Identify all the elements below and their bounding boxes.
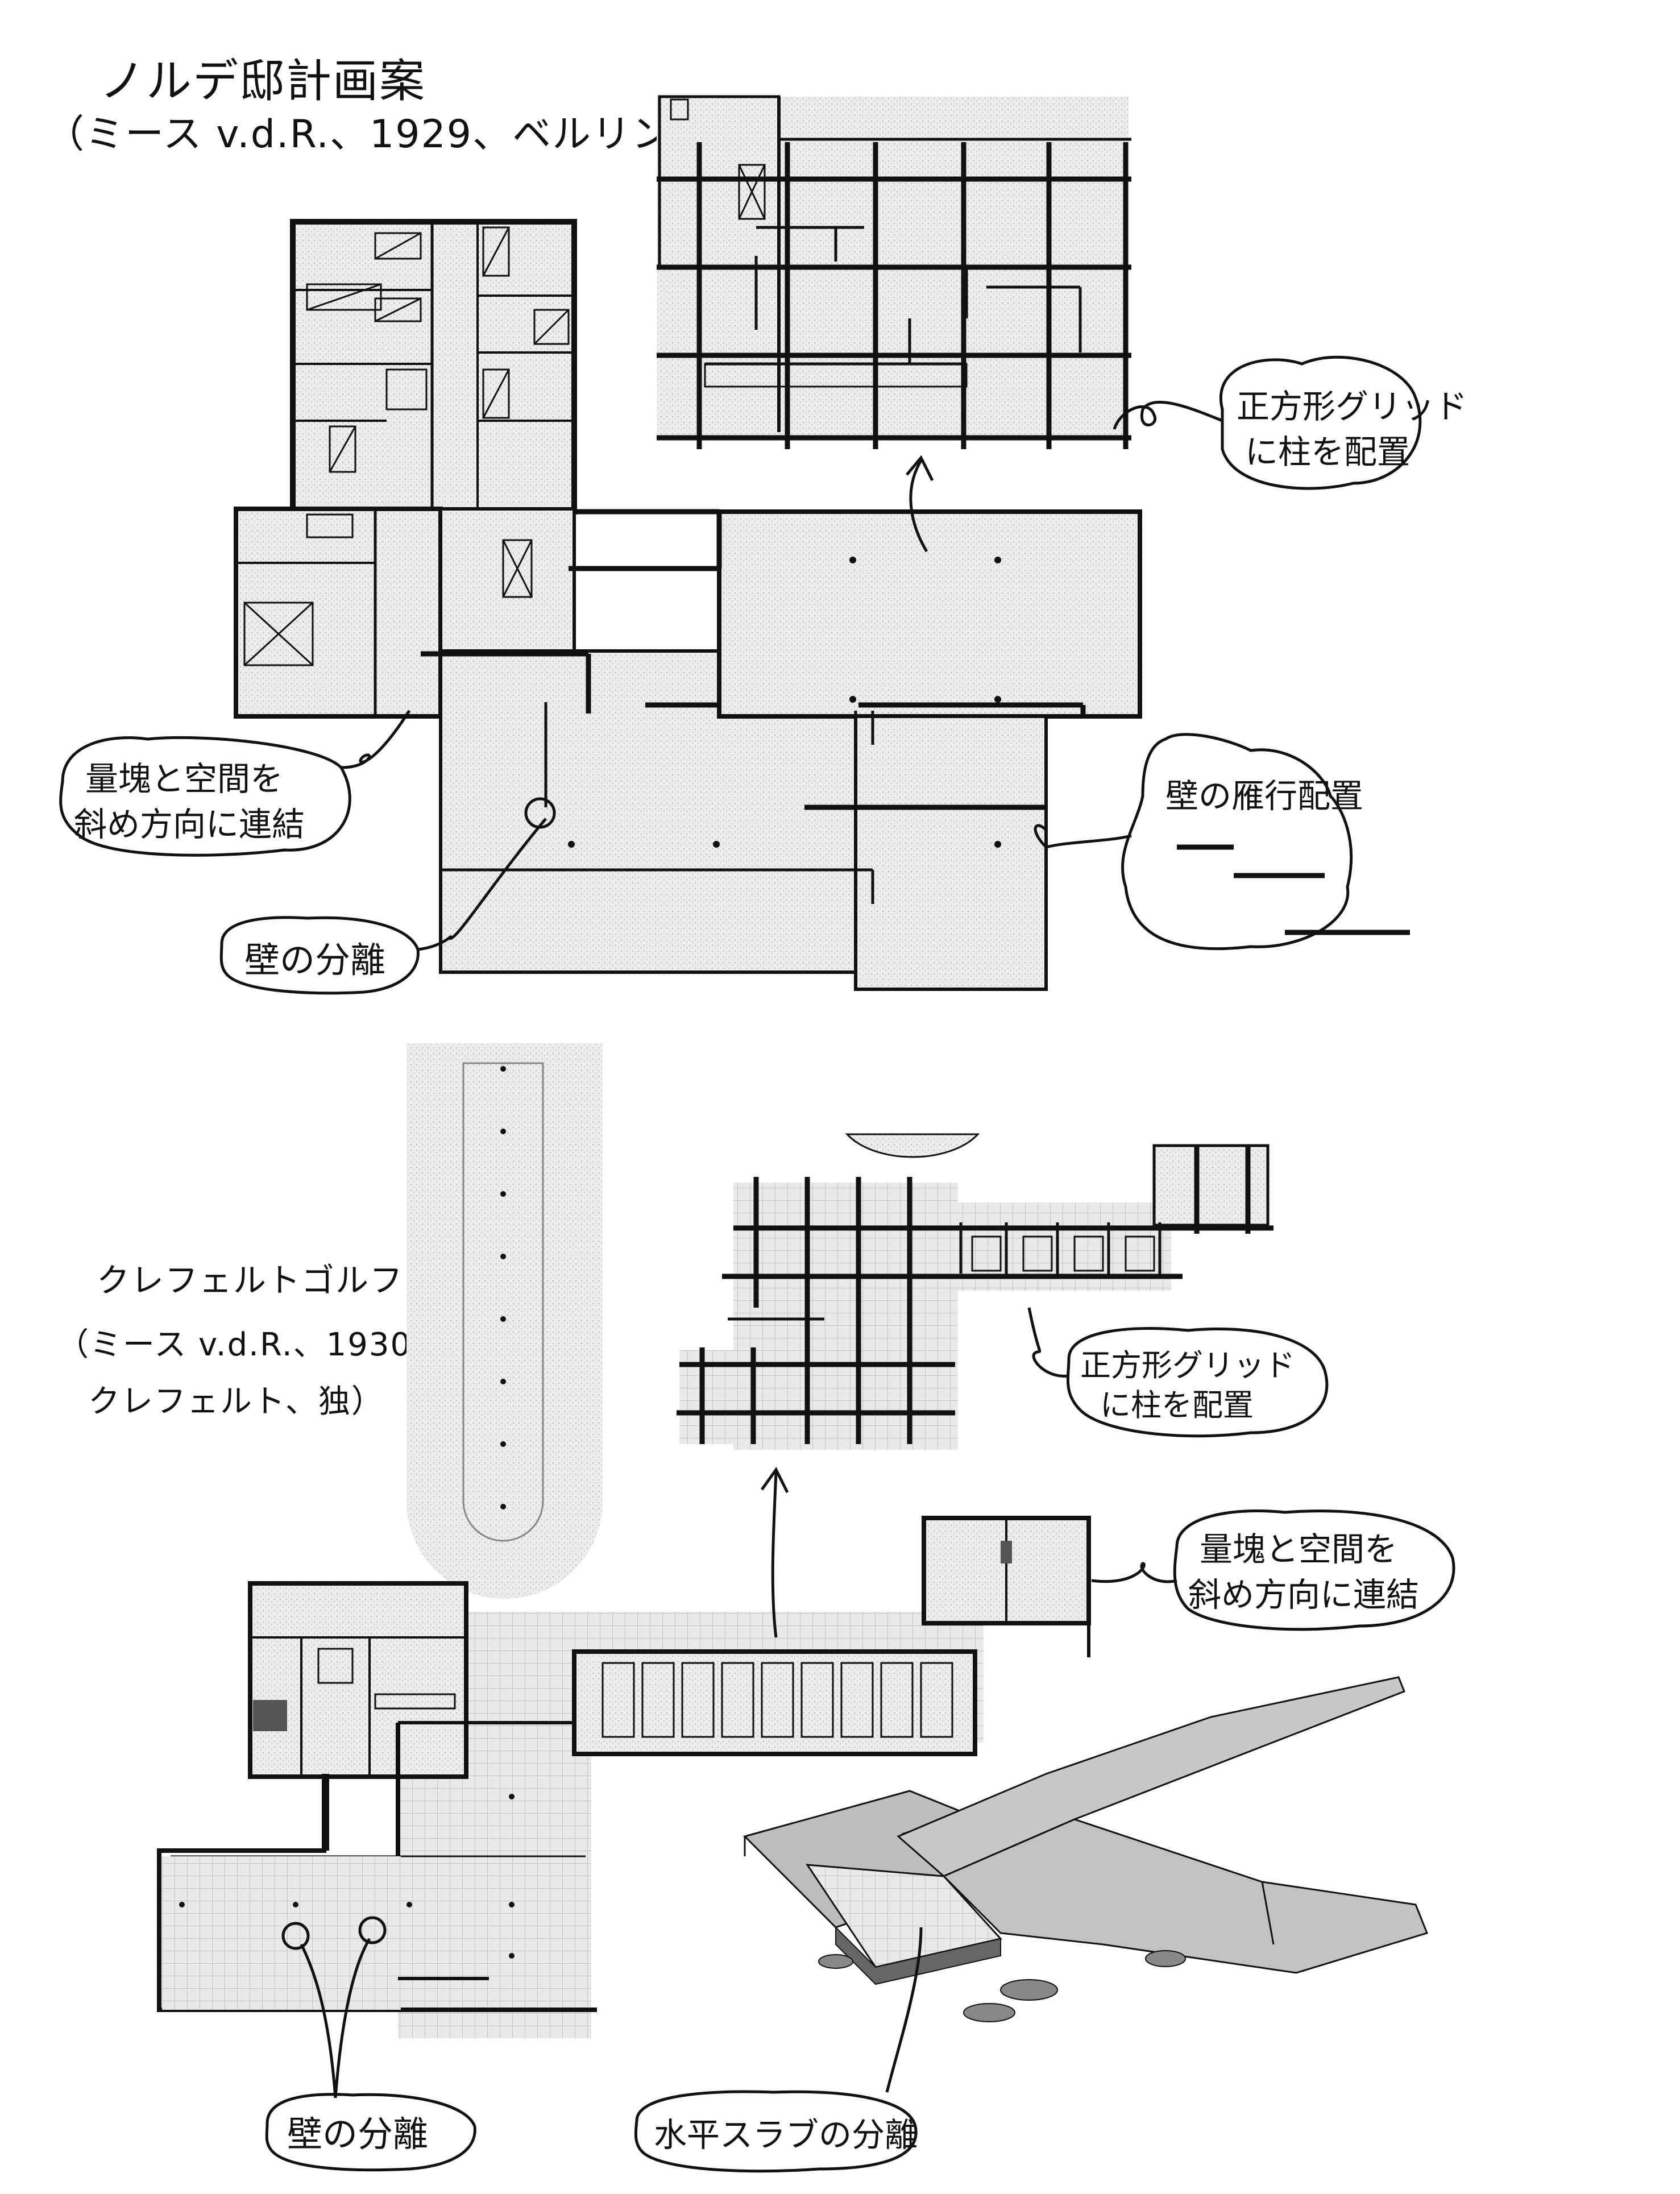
arrow-to-nolde-grid [909,459,928,553]
grid-a-line2: に柱を配置 [1245,433,1410,471]
stagger-label: 壁の雁行配置 [1165,777,1363,815]
nolde-grid-diagram [657,95,1131,449]
krefeld-main-plan [157,1043,1091,2038]
mass-b-line2: 斜め方向に連結 [1188,1575,1419,1614]
krefeld-axonometric [743,1676,1428,2022]
nolde-title: ノルデ邸計画案 [99,55,426,107]
wall-sep-a-label: 壁の分離 [244,939,385,981]
grid-a-line1: 正方形グリッド [1237,387,1467,426]
annotation-bubbles [59,355,1455,2173]
arrow-to-krefeld-grid [771,1472,778,1638]
mass-b-line1: 量塊と空間を [1200,1530,1397,1569]
slab-sep-label: 水平スラブの分離 [654,2116,918,2154]
grid-b-line2: に柱を配置 [1100,1387,1254,1423]
arrows [760,455,934,1638]
annotation-text: 正方形グリッド に柱を配置 量塊と空間を 斜め方向に連結 壁の雁行配置 壁の分離… [74,387,1467,2155]
wall-sep-b-label: 壁の分離 [287,2113,428,2155]
nolde-main-plan [234,219,1142,991]
mass-a-line2: 斜め方向に連結 [74,805,305,844]
krefeld-grid-diagram [677,1133,1274,1450]
krefeld-meta-line2: クレフェルト、独） [88,1383,384,1420]
mass-a-line1: 量塊と空間を [85,760,283,798]
krefeld-meta-line1: （ミース v.d.R.、1930、 [57,1326,445,1363]
grid-b-line1: 正方形グリッド [1080,1347,1295,1383]
